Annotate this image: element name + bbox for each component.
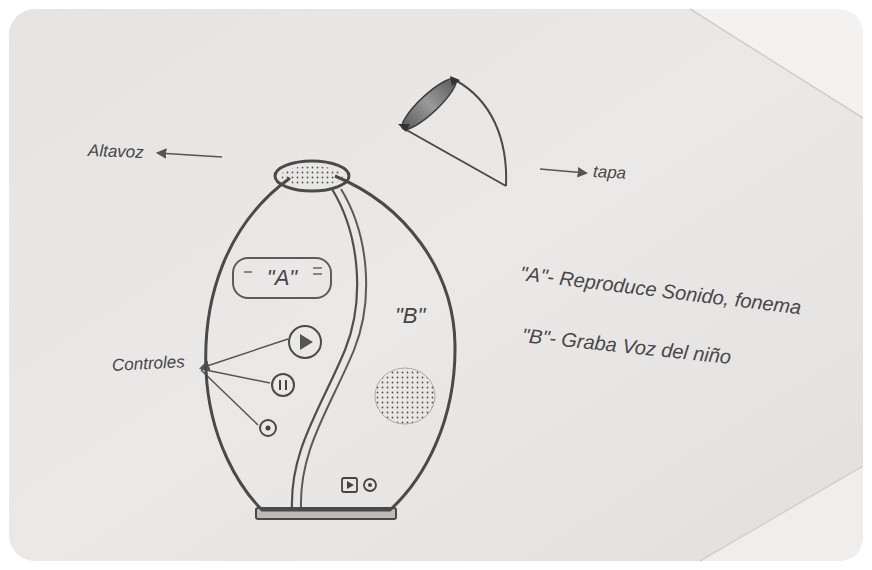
lid-opening	[397, 73, 462, 135]
pill-mark	[313, 267, 322, 269]
leader-line	[540, 169, 586, 173]
record-icon	[266, 426, 271, 431]
paper-edge-line	[690, 9, 863, 118]
divider-line	[292, 189, 357, 509]
part-label: Controles	[111, 352, 185, 375]
paper	[9, 9, 863, 561]
play-button	[289, 326, 321, 358]
lid-outline	[455, 80, 506, 186]
record-button	[364, 479, 376, 491]
play-icon	[347, 481, 354, 489]
side-label: "B"	[395, 303, 425, 329]
paper-sheet-edge	[690, 9, 863, 118]
pause-icon	[279, 380, 281, 390]
paper-edge-line	[700, 466, 863, 561]
play-icon	[300, 334, 313, 350]
leader-line	[158, 153, 222, 157]
speaker-grill	[281, 166, 343, 186]
lid-clip	[398, 76, 460, 132]
pause-icon	[285, 380, 287, 390]
record-button	[260, 420, 276, 436]
record-icon	[368, 483, 372, 487]
play-button	[342, 478, 357, 492]
display-label: "A"	[267, 265, 297, 291]
device-body: "B" "A"	[200, 165, 460, 520]
divider-line	[301, 189, 366, 509]
pill-mark	[244, 271, 252, 273]
part-label: tapa	[592, 162, 626, 183]
speaker-grill	[375, 368, 435, 424]
display-box: "A"	[232, 257, 332, 299]
device-outline	[206, 176, 455, 510]
note-text: "B"- Graba Voz del niño	[521, 324, 732, 369]
note-text: "A"- Reproduce Sonido, fonema	[519, 262, 803, 319]
device-outline	[200, 165, 460, 520]
pause-button	[272, 374, 294, 396]
pill-mark	[313, 273, 322, 275]
lid-outline	[403, 128, 506, 186]
leader-line	[201, 339, 288, 368]
part-label: Altavoz	[88, 141, 144, 162]
paper-sheet-edge	[700, 466, 863, 561]
